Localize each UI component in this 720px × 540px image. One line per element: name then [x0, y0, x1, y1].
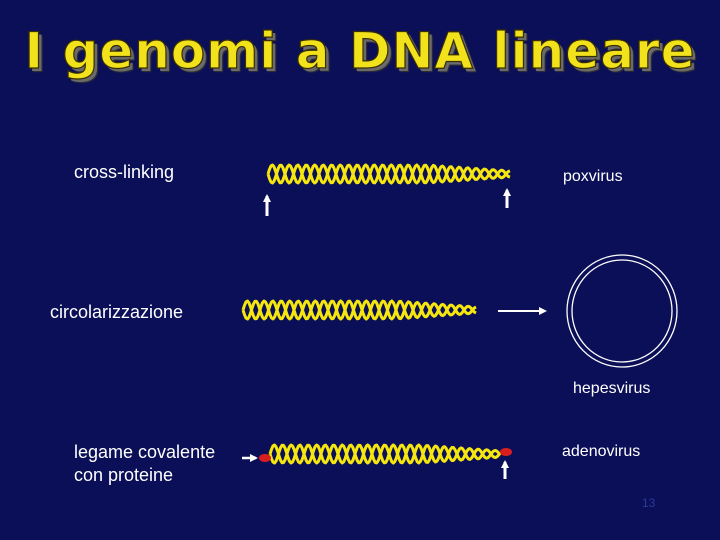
- terminal-protein-right: [500, 448, 512, 456]
- dna-helix-protein-linked: [270, 445, 500, 463]
- terminal-protein-left: [259, 454, 271, 462]
- circular-dna: [567, 255, 677, 367]
- helix-strand-b: [270, 445, 500, 463]
- dna-helix-linear: [243, 301, 476, 319]
- dna-helix-crosslinked: [268, 165, 510, 183]
